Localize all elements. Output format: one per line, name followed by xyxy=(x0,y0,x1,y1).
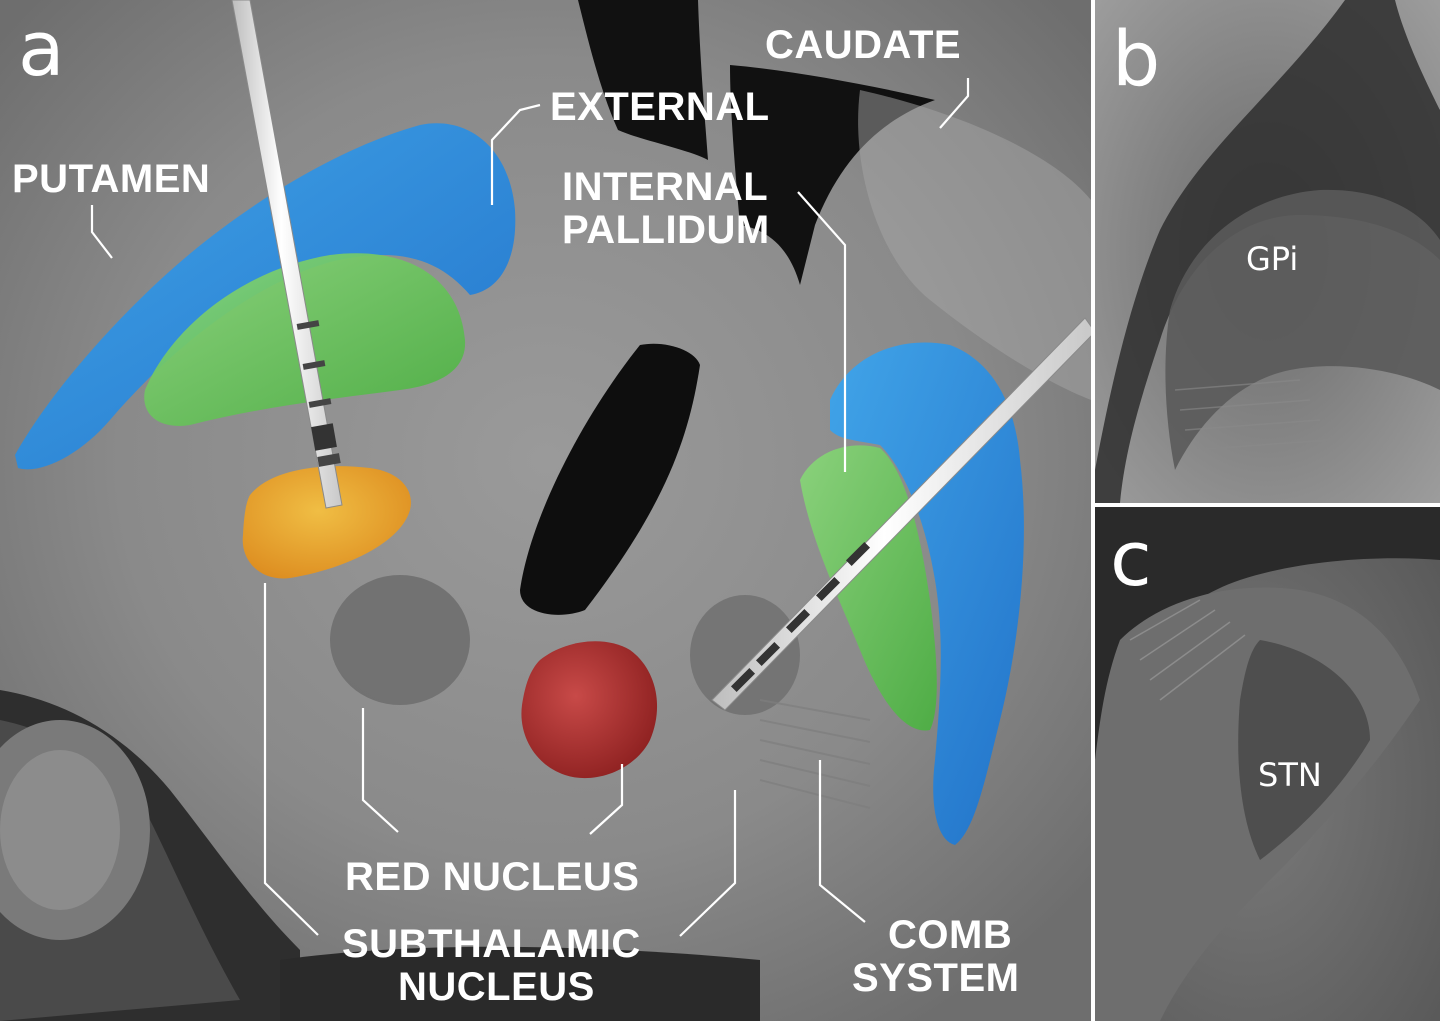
panel-label-b: b xyxy=(1112,14,1160,103)
comb-leader xyxy=(818,760,866,923)
label-internal-line2: PALLIDUM xyxy=(562,208,770,252)
panel-label-c: c xyxy=(1110,514,1152,603)
subthalamic-leader-right xyxy=(679,790,737,937)
left-putamen-shape xyxy=(15,123,516,470)
right-putamen-shape xyxy=(830,342,1024,845)
label-subthalamic-line2: NUCLEUS xyxy=(398,965,595,1009)
panel-divider-horizontal xyxy=(1095,503,1440,507)
label-comb-line2: SYSTEM xyxy=(852,956,1019,1000)
red-nucleus-leader xyxy=(361,708,399,833)
label-internal-line1: INTERNAL xyxy=(562,165,768,209)
panel-b: b GPi xyxy=(1095,0,1440,503)
internal-pallidum-leader xyxy=(797,191,847,472)
label-red-nucleus: RED NUCLEUS xyxy=(345,855,639,899)
external-leader xyxy=(490,103,541,205)
leader-lines xyxy=(90,78,970,937)
panel-a: a PUTAMEN EXTERNAL CAUDATE INTERNAL PALL… xyxy=(0,0,1096,1021)
label-comb-line1: COMB xyxy=(888,913,1012,957)
label-subthalamic-line1: SUBTHALAMIC xyxy=(342,922,641,966)
label-putamen: PUTAMEN xyxy=(12,157,210,201)
left-electrode xyxy=(231,0,343,509)
left-subthalamic-shape xyxy=(242,466,411,579)
subthalamic-leader-left xyxy=(263,583,319,936)
red-nucleus-leader-2 xyxy=(589,764,624,835)
panel-divider-vertical xyxy=(1091,0,1095,1021)
label-gpi: GPi xyxy=(1246,240,1298,278)
caudate-leader xyxy=(939,78,970,129)
panel-c: c STN xyxy=(1095,507,1440,1021)
label-caudate: CAUDATE xyxy=(765,23,961,67)
panel-label-a: a xyxy=(18,4,65,93)
label-external: EXTERNAL xyxy=(550,85,770,129)
label-stn: STN xyxy=(1258,756,1322,794)
putamen-leader xyxy=(90,205,113,259)
red-nucleus-shape xyxy=(521,641,658,779)
